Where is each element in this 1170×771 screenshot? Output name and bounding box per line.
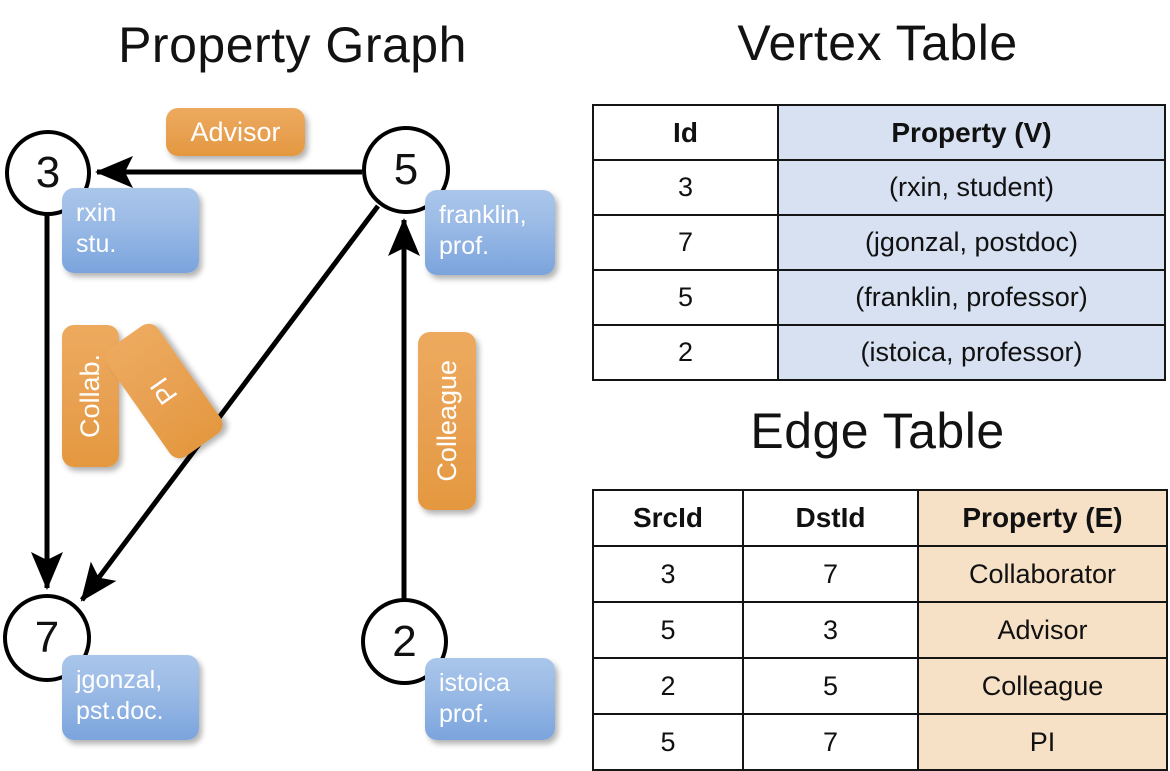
node-property-3-line1: rxin	[76, 199, 117, 227]
table-row: 5 3 Advisor	[592, 601, 1168, 659]
edge-cell-srcid: 5	[592, 713, 744, 771]
table-row: 7 (jgonzal, postdoc)	[592, 214, 1166, 271]
vertex-table: Id Property (V) 3 (rxin, student) 7 (jgo…	[592, 104, 1166, 381]
edge-cell-property: Collaborator	[917, 545, 1168, 603]
graph-node-2-label: 2	[392, 616, 417, 666]
node-property-box-2: istoica prof.	[425, 658, 555, 740]
edge-table-header-property: Property (E)	[917, 489, 1168, 547]
edge-cell-dstid: 7	[742, 713, 919, 771]
vertex-table-header-property: Property (V)	[777, 104, 1166, 161]
edge-cell-dstid: 3	[742, 601, 919, 659]
table-row: 3 7 Collaborator	[592, 545, 1168, 603]
edge-label-pi-text: PI	[143, 372, 184, 411]
vertex-cell-property: (istoica, professor)	[777, 324, 1166, 381]
edge-label-advisor-text: Advisor	[190, 116, 281, 147]
edge-cell-dstid: 7	[742, 545, 919, 603]
edge-cell-property: Advisor	[917, 601, 1168, 659]
edge-label-collab-text: Collab.	[75, 353, 105, 439]
page-title-edge-table: Edge Table	[750, 403, 1005, 459]
edge-cell-srcid: 2	[592, 657, 744, 715]
node-property-7-line2: pst.doc.	[76, 696, 164, 725]
graph-node-3-label: 3	[35, 148, 61, 197]
table-row: 2 5 Colleague	[592, 657, 1168, 715]
table-row: 5 (franklin, professor)	[592, 269, 1166, 326]
edge-arrow-5-7	[80, 204, 380, 602]
table-row: 2 (istoica, professor)	[592, 324, 1166, 381]
node-property-3-line2: stu.	[76, 229, 117, 258]
edge-cell-property: Colleague	[917, 657, 1168, 715]
graph-node-7-label: 7	[34, 613, 60, 662]
vertex-cell-id: 3	[592, 159, 779, 216]
node-property-2-line2: prof.	[439, 699, 490, 728]
vertex-table-header-row: Id Property (V)	[592, 104, 1166, 161]
page-title-vertex-table: Vertex Table	[737, 15, 1018, 71]
edge-table-header-dstid: DstId	[742, 489, 919, 547]
edge-cell-srcid: 5	[592, 601, 744, 659]
edge-label-colleague-text: Colleague	[431, 360, 462, 482]
property-graph-diagram: 3 5 7 2 rxin stu. franklin, prof. jgonza…	[0, 0, 585, 760]
graph-edge-arrows	[31, 156, 420, 602]
node-property-box-3: rxin stu.	[62, 188, 199, 273]
graph-node-2[interactable]: 2	[361, 598, 448, 685]
vertex-cell-id: 2	[592, 324, 779, 381]
edge-table: SrcId DstId Property (E) 3 7 Collaborato…	[592, 489, 1168, 771]
graph-node-5-label: 5	[393, 145, 419, 194]
vertex-cell-property: (jgonzal, postdoc)	[777, 214, 1166, 271]
table-row: 5 7 PI	[592, 713, 1168, 771]
vertex-cell-id: 5	[592, 269, 779, 326]
edge-label-colleague: Colleague	[418, 332, 476, 510]
vertex-cell-property: (rxin, student)	[777, 159, 1166, 216]
node-property-7-line1: jgonzal,	[76, 666, 163, 694]
edge-table-header-row: SrcId DstId Property (E)	[592, 489, 1168, 547]
graph-node-5[interactable]: 5	[362, 126, 450, 214]
node-property-5-line2: prof.	[439, 231, 490, 260]
vertex-cell-property: (franklin, professor)	[777, 269, 1166, 326]
edge-cell-dstid: 5	[742, 657, 919, 715]
edge-cell-srcid: 3	[592, 545, 744, 603]
node-property-box-7: jgonzal, pst.doc.	[62, 655, 199, 740]
table-row: 3 (rxin, student)	[592, 159, 1166, 216]
vertex-table-header-id: Id	[592, 104, 779, 161]
node-property-5-line1: franklin,	[439, 201, 527, 229]
vertex-cell-id: 7	[592, 214, 779, 271]
node-property-2-line1: istoica	[439, 669, 510, 697]
edge-table-header-srcid: SrcId	[592, 489, 744, 547]
edge-label-advisor: Advisor	[166, 108, 305, 156]
edge-cell-property: PI	[917, 713, 1168, 771]
page-title-property-graph: Property Graph	[118, 17, 467, 73]
node-property-box-5: franklin, prof.	[425, 190, 555, 275]
